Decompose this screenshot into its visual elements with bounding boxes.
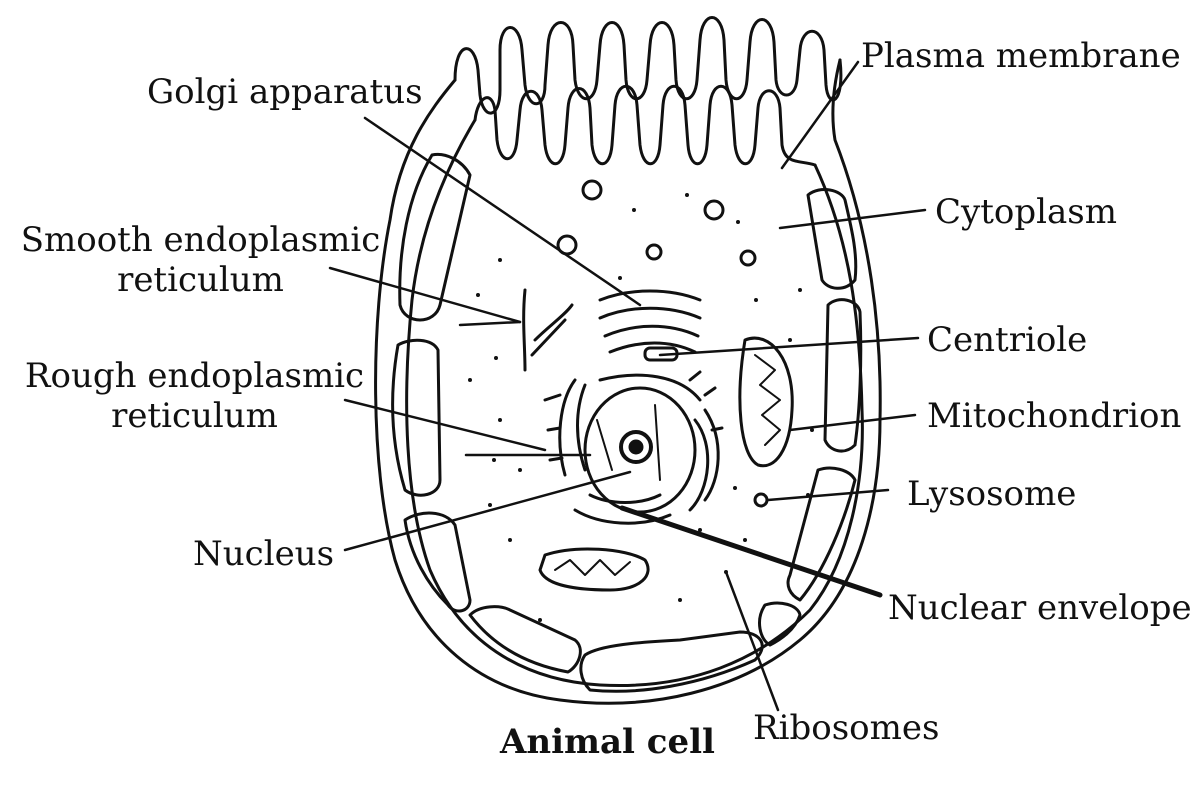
leader-mitochondrion	[790, 415, 915, 430]
label-smooth-er: Smooth endoplasmic reticulum	[18, 220, 383, 300]
label-ribosomes: Ribosomes	[753, 708, 939, 748]
border-segment	[400, 154, 470, 320]
smooth-er	[524, 290, 572, 370]
border-segment	[470, 607, 580, 672]
leader-nucleus	[345, 472, 630, 550]
leader-golgi	[365, 118, 640, 305]
microvilli-outer	[455, 18, 841, 114]
mitochondrion-bottom	[540, 549, 648, 590]
leader-cytoplasm	[780, 210, 925, 228]
label-rough-er: Rough endoplasmic reticulum	[22, 356, 367, 436]
border-segment	[760, 603, 800, 645]
border-segment	[405, 513, 470, 611]
label-nuclear-envelope: Nuclear envelope	[888, 588, 1192, 628]
golgi-apparatus	[600, 291, 700, 352]
label-lysosome: Lysosome	[907, 474, 1076, 514]
label-plasma-membrane: Plasma membrane	[861, 36, 1181, 76]
plasma-membrane-inner	[407, 120, 863, 686]
label-golgi-apparatus: Golgi apparatus	[147, 72, 423, 112]
label-nucleus: Nucleus	[193, 534, 334, 574]
label-cytoplasm: Cytoplasm	[935, 192, 1117, 232]
microvilli-inner	[475, 86, 815, 165]
leader-smooth-er-tick	[460, 322, 520, 325]
diagram-title: Animal cell	[500, 722, 715, 762]
label-mitochondrion: Mitochondrion	[927, 396, 1181, 436]
mitochondrion-right	[740, 338, 792, 466]
leader-plasma-membrane	[782, 62, 858, 168]
label-centriole: Centriole	[927, 320, 1087, 360]
leader-lysosome	[768, 490, 888, 500]
